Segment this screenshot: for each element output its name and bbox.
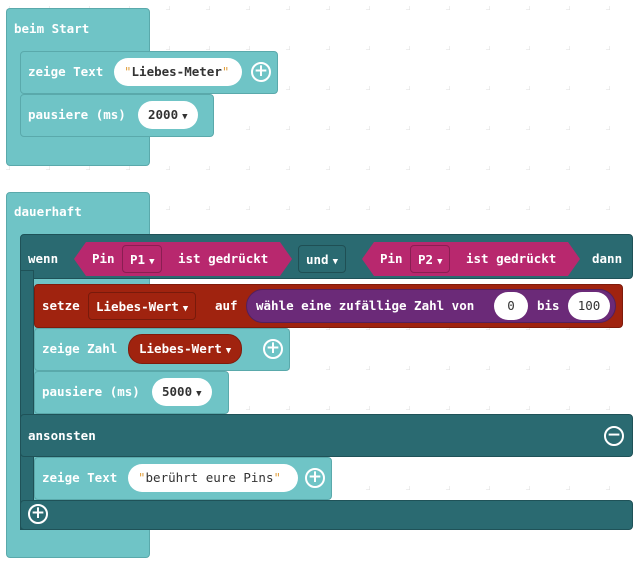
chevron-down-icon: ▼ xyxy=(437,257,443,267)
pin-label: Pin xyxy=(380,251,403,266)
to-label: auf xyxy=(215,298,238,313)
pause-label: pausiere (ms) xyxy=(28,107,126,122)
chevron-down-icon: ▼ xyxy=(225,346,232,356)
pause-dropdown[interactable]: 2000▼ xyxy=(138,101,198,129)
add-icon[interactable]: + xyxy=(251,62,271,82)
remove-else-icon[interactable]: − xyxy=(604,426,624,446)
chevron-down-icon: ▼ xyxy=(332,257,338,267)
pause-dropdown[interactable]: 5000▼ xyxy=(152,378,212,406)
text-input[interactable]: "Liebes-Meter" xyxy=(114,58,242,86)
random-to-input[interactable]: 100 xyxy=(568,292,610,320)
forever-label: dauerhaft xyxy=(14,204,82,219)
chevron-down-icon: ▼ xyxy=(182,112,188,122)
pin-dropdown-2[interactable]: P2▼ xyxy=(410,245,451,273)
else-label: ansonsten xyxy=(28,428,96,443)
pin-pressed-condition-1[interactable] xyxy=(74,242,292,276)
show-text-label: zeige Text xyxy=(42,470,118,485)
pressed-label: ist gedrückt xyxy=(466,251,557,266)
pressed-label: ist gedrückt xyxy=(178,251,269,266)
if-label: wenn xyxy=(28,251,59,266)
chevron-down-icon: ▼ xyxy=(149,257,155,267)
operator-dropdown[interactable]: und▼ xyxy=(298,245,346,273)
show-text-label: zeige Text xyxy=(28,64,104,79)
add-else-if-icon[interactable]: + xyxy=(28,504,48,524)
variable-dropdown[interactable]: Liebes-Wert▼ xyxy=(88,292,197,320)
then-label: dann xyxy=(592,251,623,266)
if-block-arm xyxy=(20,270,34,530)
set-label: setze xyxy=(42,298,80,313)
pin-dropdown-1[interactable]: P1▼ xyxy=(122,245,163,273)
on-start-label: beim Start xyxy=(14,21,90,36)
else-row xyxy=(20,414,633,457)
chevron-down-icon: ▼ xyxy=(182,304,189,314)
text-input[interactable]: "berührt eure Pins" xyxy=(128,464,298,492)
pin-label: Pin xyxy=(92,251,115,266)
pause-label: pausiere (ms) xyxy=(42,384,140,399)
add-icon[interactable]: + xyxy=(263,339,283,359)
show-number-label: zeige Zahl xyxy=(42,341,118,356)
chevron-down-icon: ▼ xyxy=(196,389,202,399)
random-number-block[interactable] xyxy=(246,289,616,323)
to-label: bis xyxy=(537,298,560,313)
variable-reporter[interactable]: Liebes-Wert▼ xyxy=(128,334,243,364)
random-label: wähle eine zufällige Zahl von xyxy=(256,298,475,313)
add-icon[interactable]: + xyxy=(305,468,325,488)
pin-pressed-condition-2[interactable] xyxy=(362,242,580,276)
if-block-bottom xyxy=(20,500,633,530)
random-from-input[interactable]: 0 xyxy=(494,292,528,320)
